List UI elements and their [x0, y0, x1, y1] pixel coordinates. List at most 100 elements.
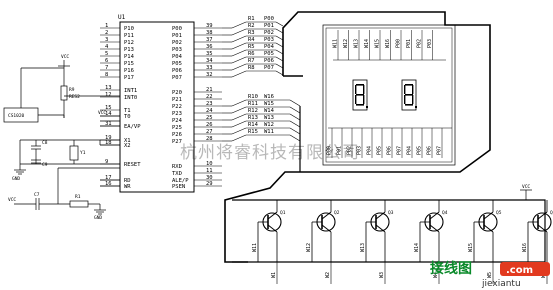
transistor-base-label: W12 [306, 243, 312, 252]
p0-port-label: P04 [264, 44, 275, 50]
display-bottom-pin-label: P05 [417, 146, 423, 155]
mcu-left-pin-num: 18 [105, 140, 112, 146]
display-top-pin-label: P00 [396, 39, 402, 48]
p0-net-label: R3 [248, 30, 255, 36]
display-top-pin-label: P03 [427, 39, 433, 48]
mcu-left-pin-name: P14 [124, 54, 135, 60]
mcu-right-pin-name: P26 [172, 132, 182, 138]
mcu-body [119, 21, 195, 193]
display-bottom-pin-label: P06 [427, 146, 433, 155]
mcu-left-pin-num: 6 [105, 58, 108, 64]
mcu-left-pin-name: P10 [124, 26, 134, 32]
label-c9: C9 [42, 162, 48, 168]
display-bottom-pin-label: P01 [337, 146, 343, 155]
p0-wire [231, 42, 247, 50]
seven-seg-right [401, 79, 417, 111]
p2-net-label: R11 [248, 101, 258, 107]
display-top-pin-label: W13 [354, 39, 360, 48]
p2-wire [231, 99, 247, 107]
label-res2: RES2 [69, 94, 80, 100]
p2-net-label: R13 [248, 115, 258, 121]
mcu-right-pin-num: 21 [206, 87, 213, 93]
label-c7: C7 [34, 192, 40, 198]
display-bottom-pin-label: P04 [407, 146, 413, 155]
mcu-left-pin-num: 9 [105, 159, 108, 165]
label-gnd1: GND [12, 176, 20, 182]
label-vcc-top: VCC [61, 54, 69, 60]
p2-port-label: W11 [264, 129, 274, 135]
mcu-left-pin-num: 14 [105, 111, 112, 117]
mcu-right-pin-num: 24 [206, 108, 213, 114]
label-vcc-right: VCC [522, 184, 530, 190]
transistor-ref: Q5 [496, 210, 502, 216]
mcu-left-pin-name: RD [124, 178, 131, 184]
label-vcc-rst: VCC [8, 197, 16, 203]
p0-wire [231, 35, 247, 43]
mcu-left-pin-num: 13 [105, 85, 112, 91]
p0-wire [275, 42, 284, 48]
mcu-right-pin-name: P20 [172, 90, 182, 96]
mcu-right-pin-name: ALE/P [172, 178, 189, 184]
p0-net-label: R5 [248, 44, 255, 50]
transistor-collector [537, 224, 548, 233]
transistor-collector [267, 224, 278, 233]
mcu-right-pin-name: P24 [172, 118, 183, 124]
p2-net-label: R14 [248, 122, 259, 128]
mcu-left-pin-name: X2 [124, 143, 131, 149]
p0-wire [231, 21, 247, 29]
mcu-right-pin-num: 34 [206, 58, 213, 64]
p0-wire [231, 49, 247, 57]
mcu-left-pin-num: 12 [105, 92, 112, 98]
p0-wire [275, 49, 284, 55]
mcu-right-pin-num: 26 [206, 122, 213, 128]
p0-wire [275, 35, 284, 41]
label-r9: R9 [69, 87, 75, 93]
label-gnd2: GND [94, 215, 102, 221]
mcu-right-pin-name: RXD [172, 164, 182, 170]
mcu-right-pin-num: 36 [206, 44, 213, 50]
p2-port-label: W15 [264, 101, 274, 107]
mcu-left-pin-name: P16 [124, 68, 134, 74]
left-peripherals [3, 60, 120, 215]
p2-wire [289, 134, 301, 142]
p2-port-label: W13 [264, 115, 274, 121]
display-bottom-pin-label: P06 [387, 146, 393, 155]
display-top-pin-label: W11 [333, 39, 339, 48]
mcu-right-pin-name: TXD [172, 171, 182, 177]
p0-port-label: P03 [264, 37, 274, 43]
transistor-emitter [483, 211, 494, 220]
p0-port-label: P01 [264, 23, 274, 29]
p2-wire [289, 99, 301, 107]
site-logo: 接线图 jiexiantu .com [430, 260, 550, 289]
p2-wire [231, 120, 247, 128]
p0-net-label: R7 [248, 58, 255, 64]
transistor-emitter-label: W5 [487, 272, 493, 278]
display-bottom-pin-label: P00 [327, 146, 333, 155]
mcu-right-pin-name: P02 [172, 40, 182, 46]
transistor-ref: Q2 [334, 210, 340, 216]
mcu-left-pin-num: 8 [105, 72, 108, 78]
routing-frame [224, 11, 491, 263]
transistor-emitter [321, 211, 332, 220]
mcu-right-pin-num: 22 [206, 94, 213, 100]
p2-port-label: W12 [264, 122, 274, 128]
p2-wire [231, 134, 247, 142]
mcu-left-pin-num: 17 [105, 175, 112, 181]
mcu-right-pin-num: 27 [206, 129, 213, 135]
p2-wire [231, 106, 247, 114]
display-top-pin-label: P01 [406, 39, 412, 48]
mcu-left-pin-name: X1 [124, 138, 131, 144]
seven-seg-left [352, 79, 368, 111]
transistor-ref: Q1 [280, 210, 286, 216]
transistor-emitter-label: W3 [379, 272, 385, 278]
display-top-pin-label: W12 [343, 39, 349, 48]
mcu-left-pin-num: 3 [105, 37, 108, 43]
display-top-pin-label: P02 [417, 39, 423, 48]
